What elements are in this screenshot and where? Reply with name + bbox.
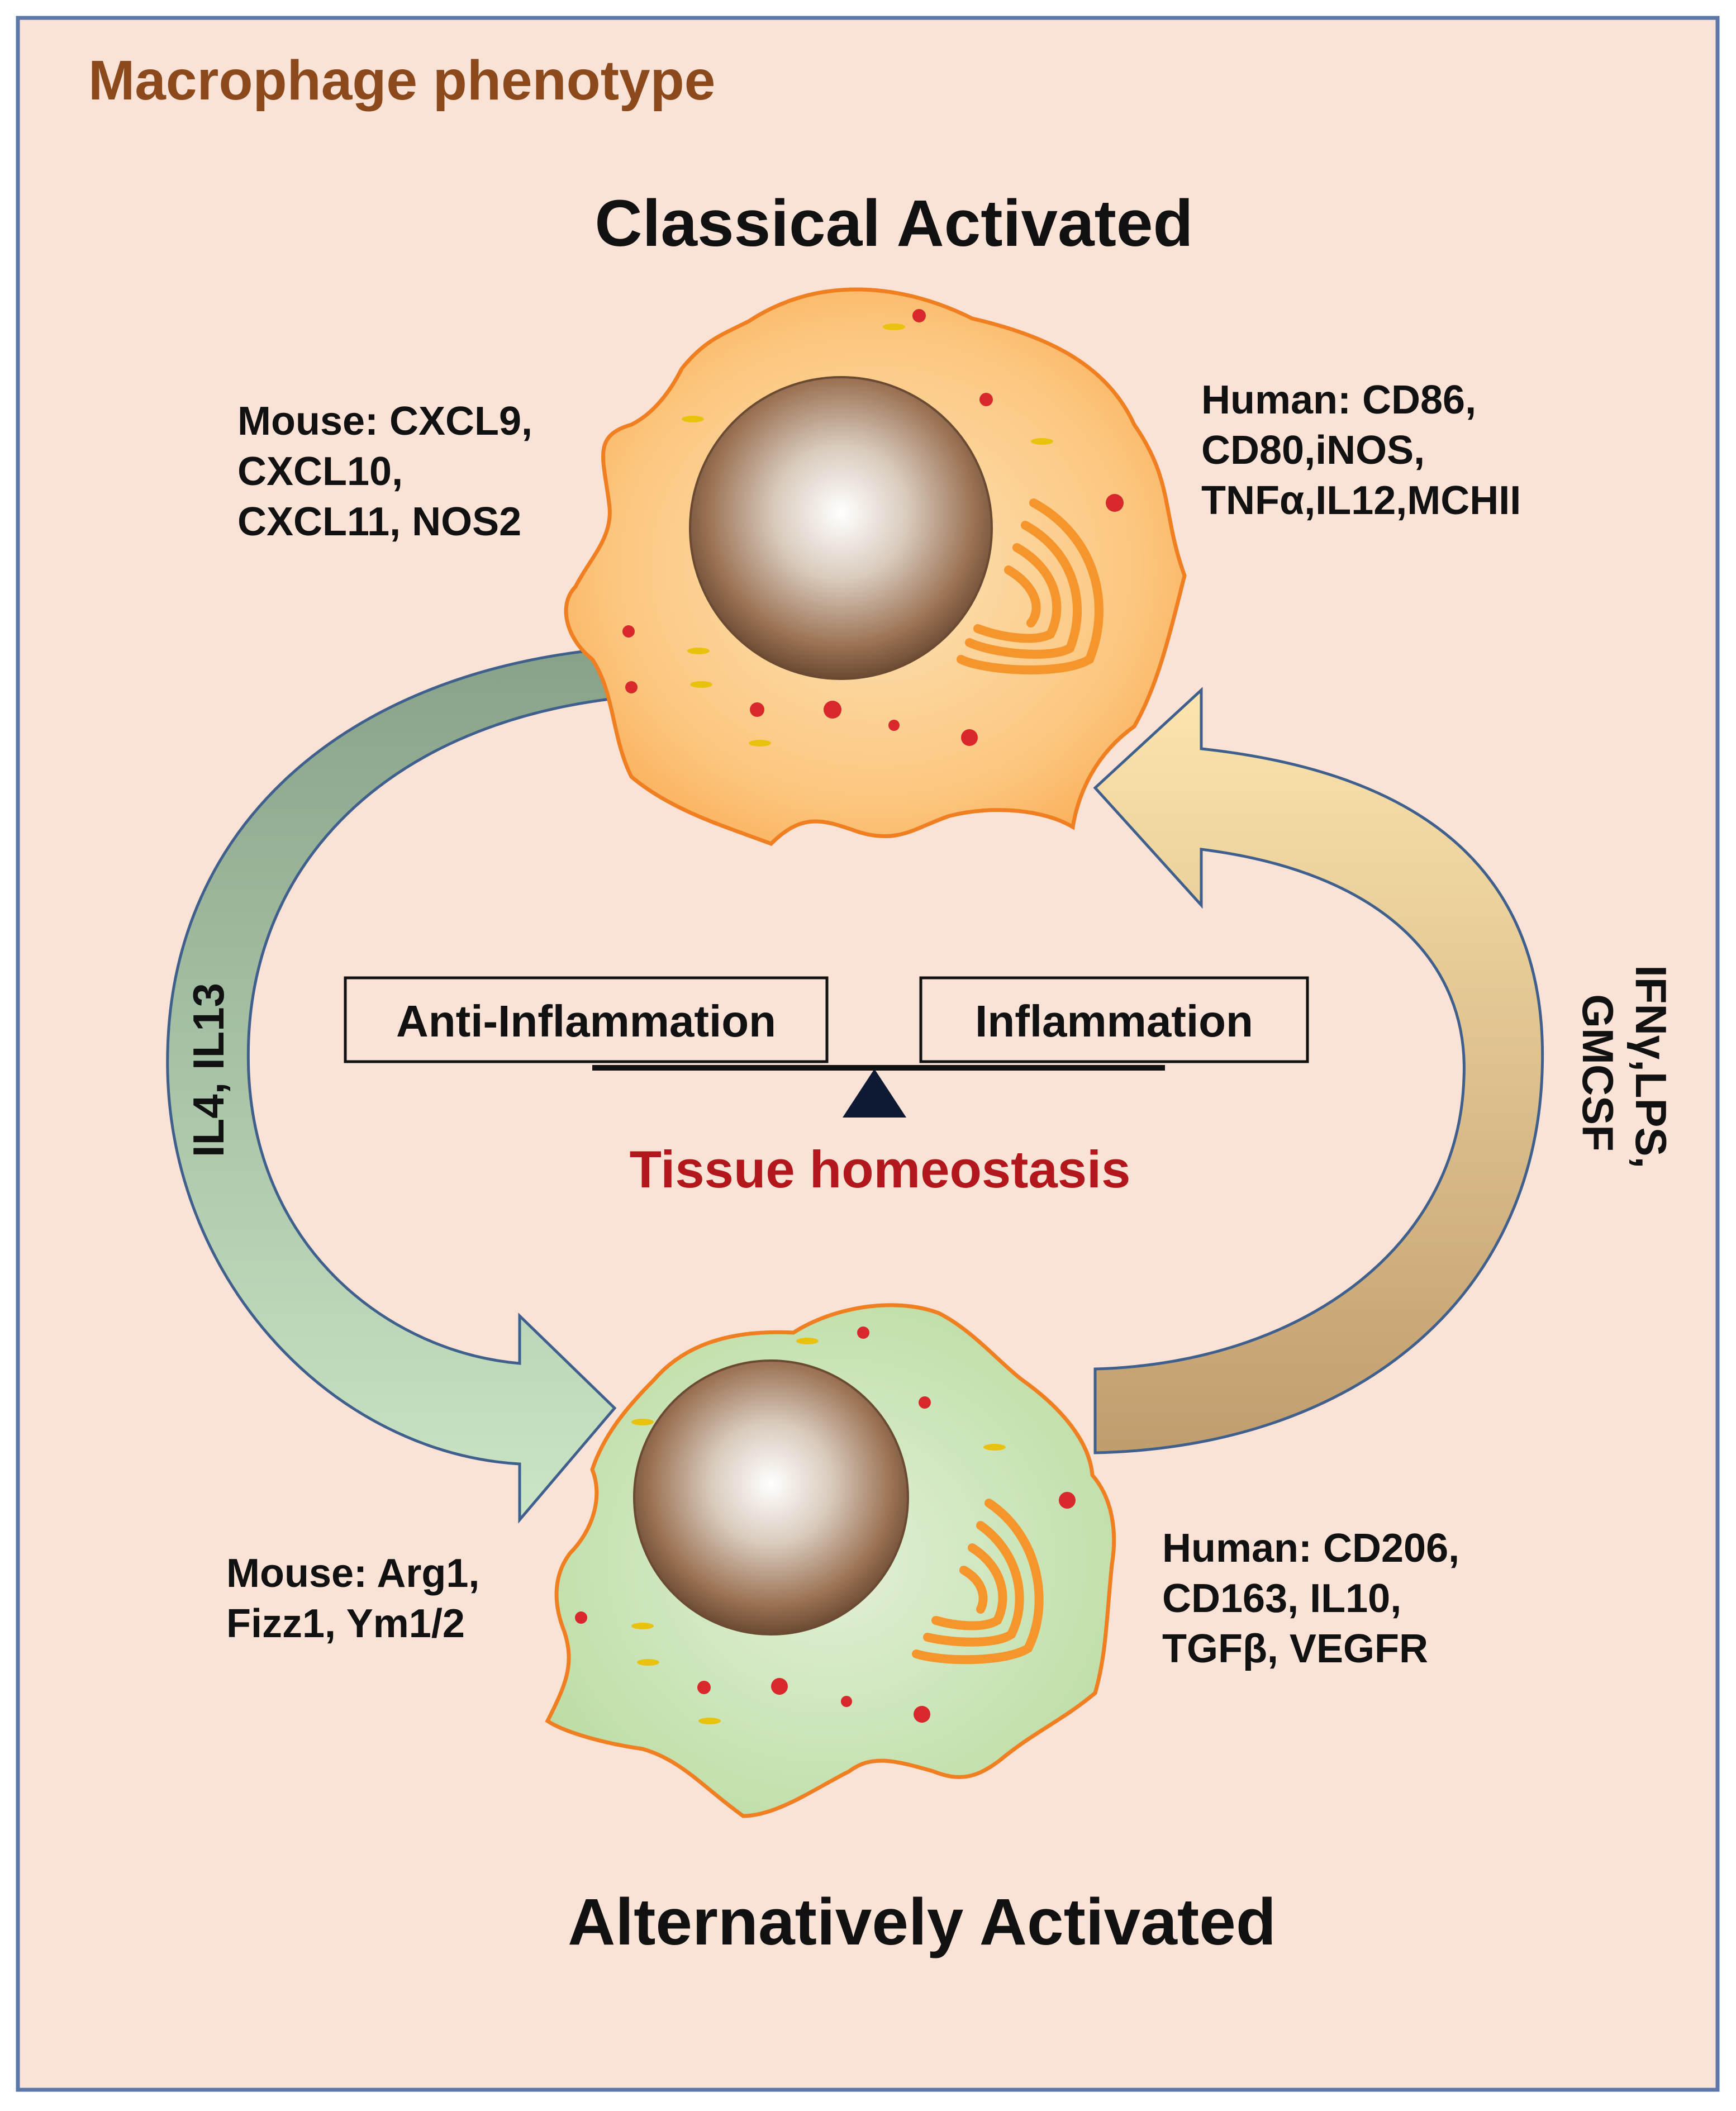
left-arrow-il4-il13 (166, 646, 617, 1524)
classical-heading: Classical Activated (594, 187, 1193, 260)
inflammation-label: Inflammation (975, 996, 1253, 1046)
alternative-heading: Alternatively Activated (568, 1885, 1276, 1959)
alternative-human-line: Human: CD206, (1162, 1526, 1459, 1571)
classical-mouse-line: CXCL10, (237, 449, 403, 494)
left-arrow-label: IL4, IL13 (184, 983, 233, 1157)
alternative-human-markers: Human: CD206, CD163, IL10, TGFβ, VEGFR (1162, 1526, 1471, 1671)
balance-scale: Anti-Inflammation Inflammation (344, 976, 1309, 1118)
classical-nucleus (689, 376, 993, 680)
alternative-macrophage-cell (545, 1303, 1116, 1818)
classical-organelles (622, 309, 1124, 747)
alternative-mouse-line: Fizz1, Ym1/2 (226, 1601, 465, 1646)
right-arrow-label: IFNγ,LPS, GMCSF (1573, 965, 1676, 1181)
classical-human-line: CD80,iNOS, (1201, 428, 1425, 473)
alternative-mouse-line: Mouse: Arg1, (226, 1551, 479, 1596)
alternative-nucleus (633, 1359, 909, 1635)
classical-mouse-line: Mouse: CXCL9, (237, 399, 532, 444)
classical-mouse-line: CXCL11, NOS2 (237, 500, 521, 544)
anti-inflammation-label: Anti-Inflammation (396, 996, 776, 1046)
anti-inflammation-box (344, 976, 829, 1063)
figure-title: Macrophage phenotype (88, 49, 715, 112)
alternative-golgi-apparatus (912, 1499, 1044, 1665)
classical-golgi-apparatus (957, 498, 1104, 674)
classical-human-markers: Human: CD86, CD80,iNOS, TNFα,IL12,MCHII (1201, 378, 1521, 523)
right-arrow-ifng-lps-gmcsf (1093, 687, 1544, 1454)
right-arrow-label-line: GMCSF (1573, 994, 1623, 1152)
right-arrow-label-line: IFNγ,LPS, (1626, 965, 1676, 1168)
alternative-human-line: CD163, IL10, (1162, 1576, 1401, 1621)
alternative-human-line: TGFβ, VEGFR (1162, 1627, 1428, 1671)
classical-human-line: TNFα,IL12,MCHII (1201, 478, 1521, 523)
classical-macrophage-cell (564, 287, 1187, 847)
balance-fulcrum (843, 1069, 906, 1118)
alternative-mouse-markers: Mouse: Arg1, Fizz1, Ym1/2 (226, 1551, 491, 1646)
tissue-homeostasis-caption: Tissue homeostasis (630, 1140, 1131, 1199)
inflammation-box (919, 976, 1309, 1063)
classical-human-line: Human: CD86, (1201, 378, 1476, 422)
alternative-organelles (575, 1326, 1076, 1724)
classical-mouse-markers: Mouse: CXCL9, CXCL10, CXCL11, NOS2 (237, 399, 544, 544)
